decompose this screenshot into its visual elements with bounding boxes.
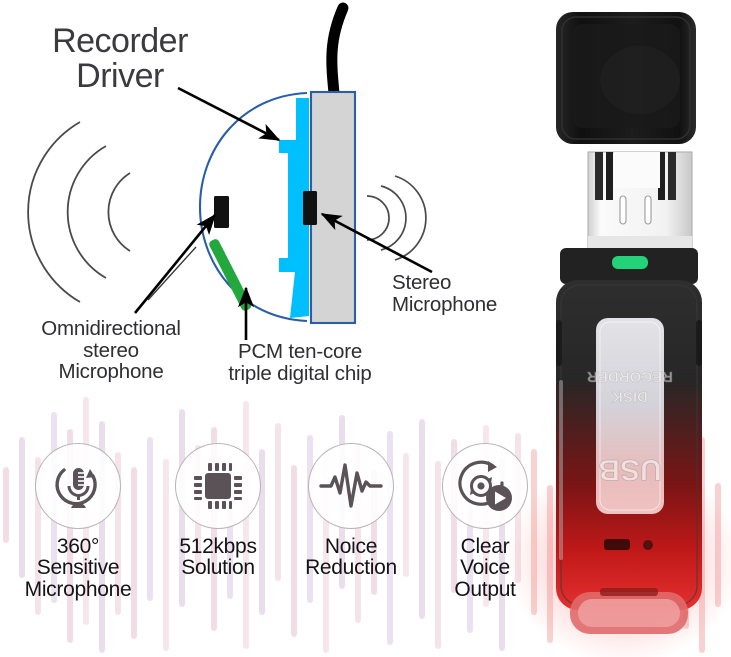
soundwaves-left: [27, 121, 131, 303]
omnidirectional-microphone-block: [214, 196, 229, 228]
led-indicator: [612, 256, 648, 269]
leader-omnidirectional: [133, 213, 217, 314]
badge-plate: [596, 318, 664, 514]
leader-stereo: [320, 212, 433, 274]
grip-texture: [559, 380, 563, 560]
svg-text:DISK: DISK: [612, 388, 648, 405]
mode-switch: [604, 539, 630, 550]
lanyard-loop: [570, 588, 688, 634]
disc-play-icon-circle: [442, 443, 528, 529]
feature-label: 512kbps Solution: [179, 535, 257, 580]
usb-cap: [556, 12, 696, 144]
mic-pinhole: [643, 540, 653, 550]
leader-omnidirectional-secondary: [147, 246, 197, 301]
grip-notches: [556, 320, 702, 366]
soundwaves-right: [366, 175, 427, 261]
badge-embossed-text: USB DISK RECORDER: [587, 368, 674, 487]
usb-connector: [587, 151, 693, 251]
driver-cone-taper: [290, 98, 309, 318]
feature-512kbps-solution[interactable]: 512kbps Solution: [150, 443, 286, 579]
callout-pcm-chip: PCM ten-core triple digital chip: [228, 340, 372, 385]
leader-recorder-driver: [177, 86, 281, 142]
waveform-icon: [319, 463, 383, 508]
cpu-chip-icon-circle: [175, 443, 261, 529]
svg-text:USB: USB: [598, 453, 661, 486]
feature-clear-voice-output[interactable]: Clear Voice Output: [417, 443, 553, 600]
microphone-360-icon: [55, 468, 97, 508]
svg-text:RECORDER: RECORDER: [587, 368, 673, 385]
cable: [326, 2, 349, 99]
disc-play-icon: [458, 460, 512, 511]
feature-360-sensitive-microphone[interactable]: 360° Sensitive Microphone: [10, 443, 146, 600]
waveform-icon-circle: [308, 443, 394, 529]
feature-noise-reduction[interactable]: Noice Reduction: [283, 443, 419, 579]
feature-label: 360° Sensitive Microphone: [24, 535, 132, 601]
page-title: Recorder Driver: [52, 22, 188, 95]
feature-label: Clear Voice Output: [454, 535, 516, 601]
callout-stereo-microphone: Stereo Microphone: [392, 271, 498, 316]
gray-housing: [309, 90, 357, 325]
stereo-microphone-block: [303, 191, 317, 225]
feature-label: Noice Reduction: [305, 535, 397, 580]
usb-body: USB DISK RECORDER: [556, 248, 702, 634]
cpu-chip-icon: [194, 463, 242, 509]
microphone-360-icon-circle: [35, 443, 121, 529]
callout-omnidirectional-microphone: Omnidirectional stereo Microphone: [41, 317, 181, 384]
